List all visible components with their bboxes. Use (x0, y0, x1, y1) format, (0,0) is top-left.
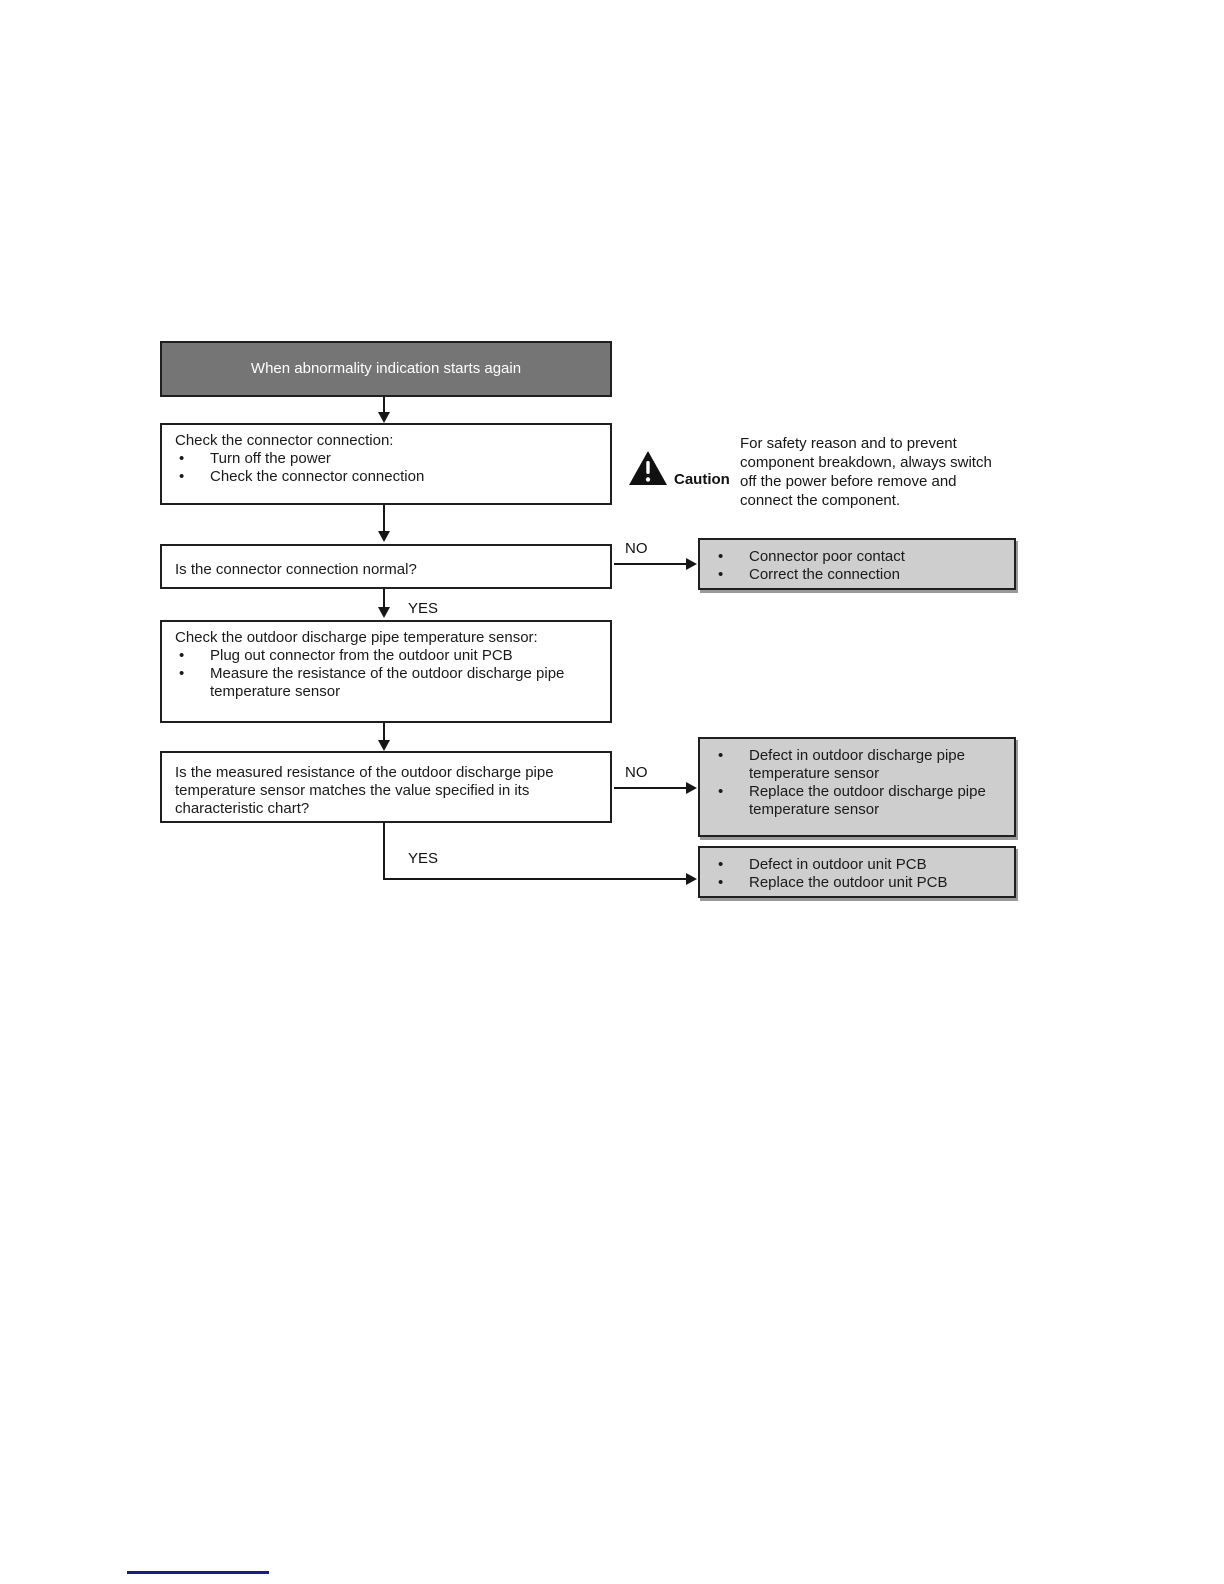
list-item: Replace the outdoor unit PCB (714, 874, 1006, 892)
connector-line (614, 563, 686, 565)
warning-triangle-icon (629, 451, 667, 485)
flow-step-check-connector: Check the connector connection: Turn off… (160, 423, 612, 505)
connector-line (383, 397, 385, 413)
flow-decision-connector-normal: Is the connector connection normal? (160, 544, 612, 589)
connector-line (383, 878, 686, 880)
connector-line (383, 723, 385, 741)
arrowhead-right-icon (686, 558, 697, 570)
bullet-icon (175, 468, 210, 486)
list-item: Connector poor contact (714, 548, 1006, 566)
branch-label-yes: YES (408, 600, 439, 617)
bullet-icon (175, 665, 210, 701)
flow-decision-resistance-match: Is the measured resistance of the outdoo… (160, 751, 612, 823)
arrowhead-right-icon (686, 782, 697, 794)
arrowhead-down-icon (378, 607, 390, 618)
bullet-icon (714, 856, 749, 874)
list-item-text: Turn off the power (210, 450, 331, 467)
bullet-icon (175, 450, 210, 468)
arrowhead-down-icon (378, 740, 390, 751)
list-item-text: Connector poor contact (749, 548, 905, 565)
decision-question: Is the measured resistance of the outdoo… (175, 763, 554, 817)
bullet-icon (714, 874, 749, 892)
bullet-icon (714, 783, 749, 819)
caution-text: For safety reason and to prevent compone… (740, 435, 992, 509)
arrowhead-down-icon (378, 412, 390, 423)
flow-start-label: When abnormality indication starts again (250, 360, 522, 377)
list-item: Turn off the power (175, 450, 600, 468)
bullet-icon (714, 566, 749, 584)
decision-question: Is the connector connection normal? (175, 561, 417, 578)
flow-result-poor-contact: Connector poor contact Correct the conne… (698, 538, 1016, 590)
flow-start-node: When abnormality indication starts again (160, 341, 612, 397)
list-item-text: Replace the outdoor unit PCB (749, 874, 948, 891)
arrowhead-down-icon (378, 531, 390, 542)
list-item-text: Replace the outdoor discharge pipe tempe… (749, 783, 986, 818)
step-title: Check the connector connection: (175, 432, 394, 449)
connector-line (383, 505, 385, 532)
flow-result-sensor-defect: Defect in outdoor discharge pipe tempera… (698, 737, 1016, 837)
bullet-icon (714, 548, 749, 566)
list-item: Defect in outdoor discharge pipe tempera… (714, 747, 1006, 783)
list-item: Check the connector connection (175, 468, 600, 486)
list-item: Correct the connection (714, 566, 1006, 584)
connector-line (614, 787, 686, 789)
footer-rule (127, 1571, 269, 1574)
list-item-text: Defect in outdoor unit PCB (749, 856, 927, 873)
list-item-text: Check the connector connection (210, 468, 425, 485)
list-item-text: Defect in outdoor discharge pipe tempera… (749, 747, 965, 782)
list-item: Replace the outdoor discharge pipe tempe… (714, 783, 1006, 819)
caution-label: Caution (674, 471, 730, 488)
connector-line (383, 823, 385, 880)
list-item: Defect in outdoor unit PCB (714, 856, 1006, 874)
list-item-text: Correct the connection (749, 566, 900, 583)
flow-step-check-sensor: Check the outdoor discharge pipe tempera… (160, 620, 612, 723)
branch-label-no: NO (625, 540, 648, 557)
branch-label-no: NO (625, 764, 648, 781)
bullet-icon (175, 647, 210, 665)
branch-label-yes: YES (408, 850, 439, 867)
connector-line (383, 589, 385, 608)
step-title: Check the outdoor discharge pipe tempera… (175, 629, 538, 646)
list-item: Plug out connector from the outdoor unit… (175, 647, 600, 665)
flow-result-pcb-defect: Defect in outdoor unit PCB Replace the o… (698, 846, 1016, 898)
list-item: Measure the resistance of the outdoor di… (175, 665, 600, 701)
bullet-icon (714, 747, 749, 783)
list-item-text: Measure the resistance of the outdoor di… (210, 665, 565, 700)
arrowhead-right-icon (686, 873, 697, 885)
list-item-text: Plug out connector from the outdoor unit… (210, 647, 513, 664)
